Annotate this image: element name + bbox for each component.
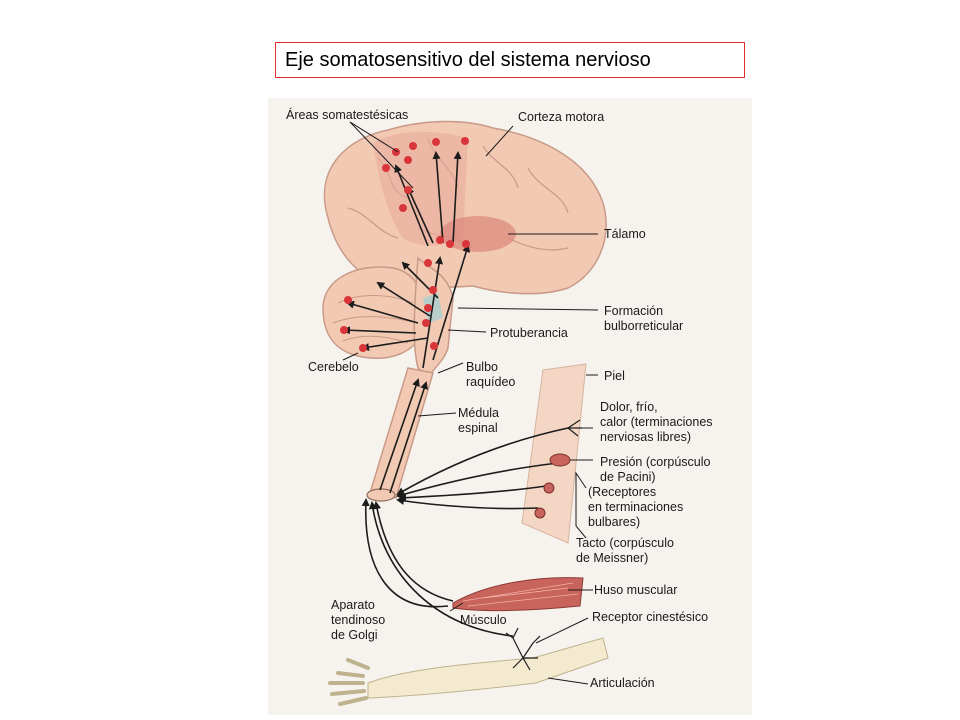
label-bulbo-2: raquídeo [466,375,516,389]
spinal-cord [369,367,434,499]
somatosensory-diagram: Áreas somatestésicas Corteza motora Tála… [268,98,752,715]
label-huso-muscular: Huso muscular [594,583,678,597]
label-presion-3: (Receptores [588,485,657,499]
label-piel: Piel [604,369,625,383]
label-medula-2: espinal [458,421,498,435]
label-musculo: Músculo [460,613,507,627]
label-formacion: Formación [604,304,664,318]
label-articulacion: Articulación [590,676,655,690]
label-presion-2: de Pacini) [600,470,656,484]
label-dolor: Dolor, frío, [600,400,658,414]
label-bulbo: Bulbo [466,360,498,374]
cerebellum-shape [322,266,425,359]
thalamus-shape [440,216,516,252]
label-tacto: Tacto (corpúsculo [576,536,674,550]
arm-shape [367,637,609,699]
label-aparato-2: tendinoso [331,613,386,627]
label-aparato-3: de Golgi [331,628,378,642]
label-receptor-cinestesico: Receptor cinestésico [592,610,709,624]
slide-title-box: Eje somatosensitivo del sistema nervioso [275,42,745,78]
label-protuberancia: Protuberancia [490,326,568,340]
somatosensory-area [373,131,468,246]
diagram-svg [322,120,609,706]
label-talamo: Tálamo [604,227,646,241]
label-cerebelo: Cerebelo [308,360,359,374]
label-medula: Médula [458,406,499,420]
meissner-receptor [534,507,546,519]
label-corteza-motora: Corteza motora [518,110,605,124]
slide-title: Eje somatosensitivo del sistema nervioso [285,49,651,71]
skin-strip [521,363,587,544]
label-areas-somatestesicas: Áreas somatestésicas [286,108,409,122]
bulbar-receptor [543,482,555,494]
pacini-receptor [549,453,571,467]
label-formacion-2: bulborreticular [604,319,684,333]
label-dolor-2: calor (terminaciones [600,415,713,429]
label-dolor-3: nerviosas libres) [600,430,692,444]
label-tacto-2: de Meissner) [576,551,649,565]
label-presion: Presión (corpúsculo [600,455,711,469]
label-presion-4: en terminaciones [588,500,684,514]
label-aparato: Aparato [331,598,375,612]
label-presion-5: bulbares) [588,515,641,529]
